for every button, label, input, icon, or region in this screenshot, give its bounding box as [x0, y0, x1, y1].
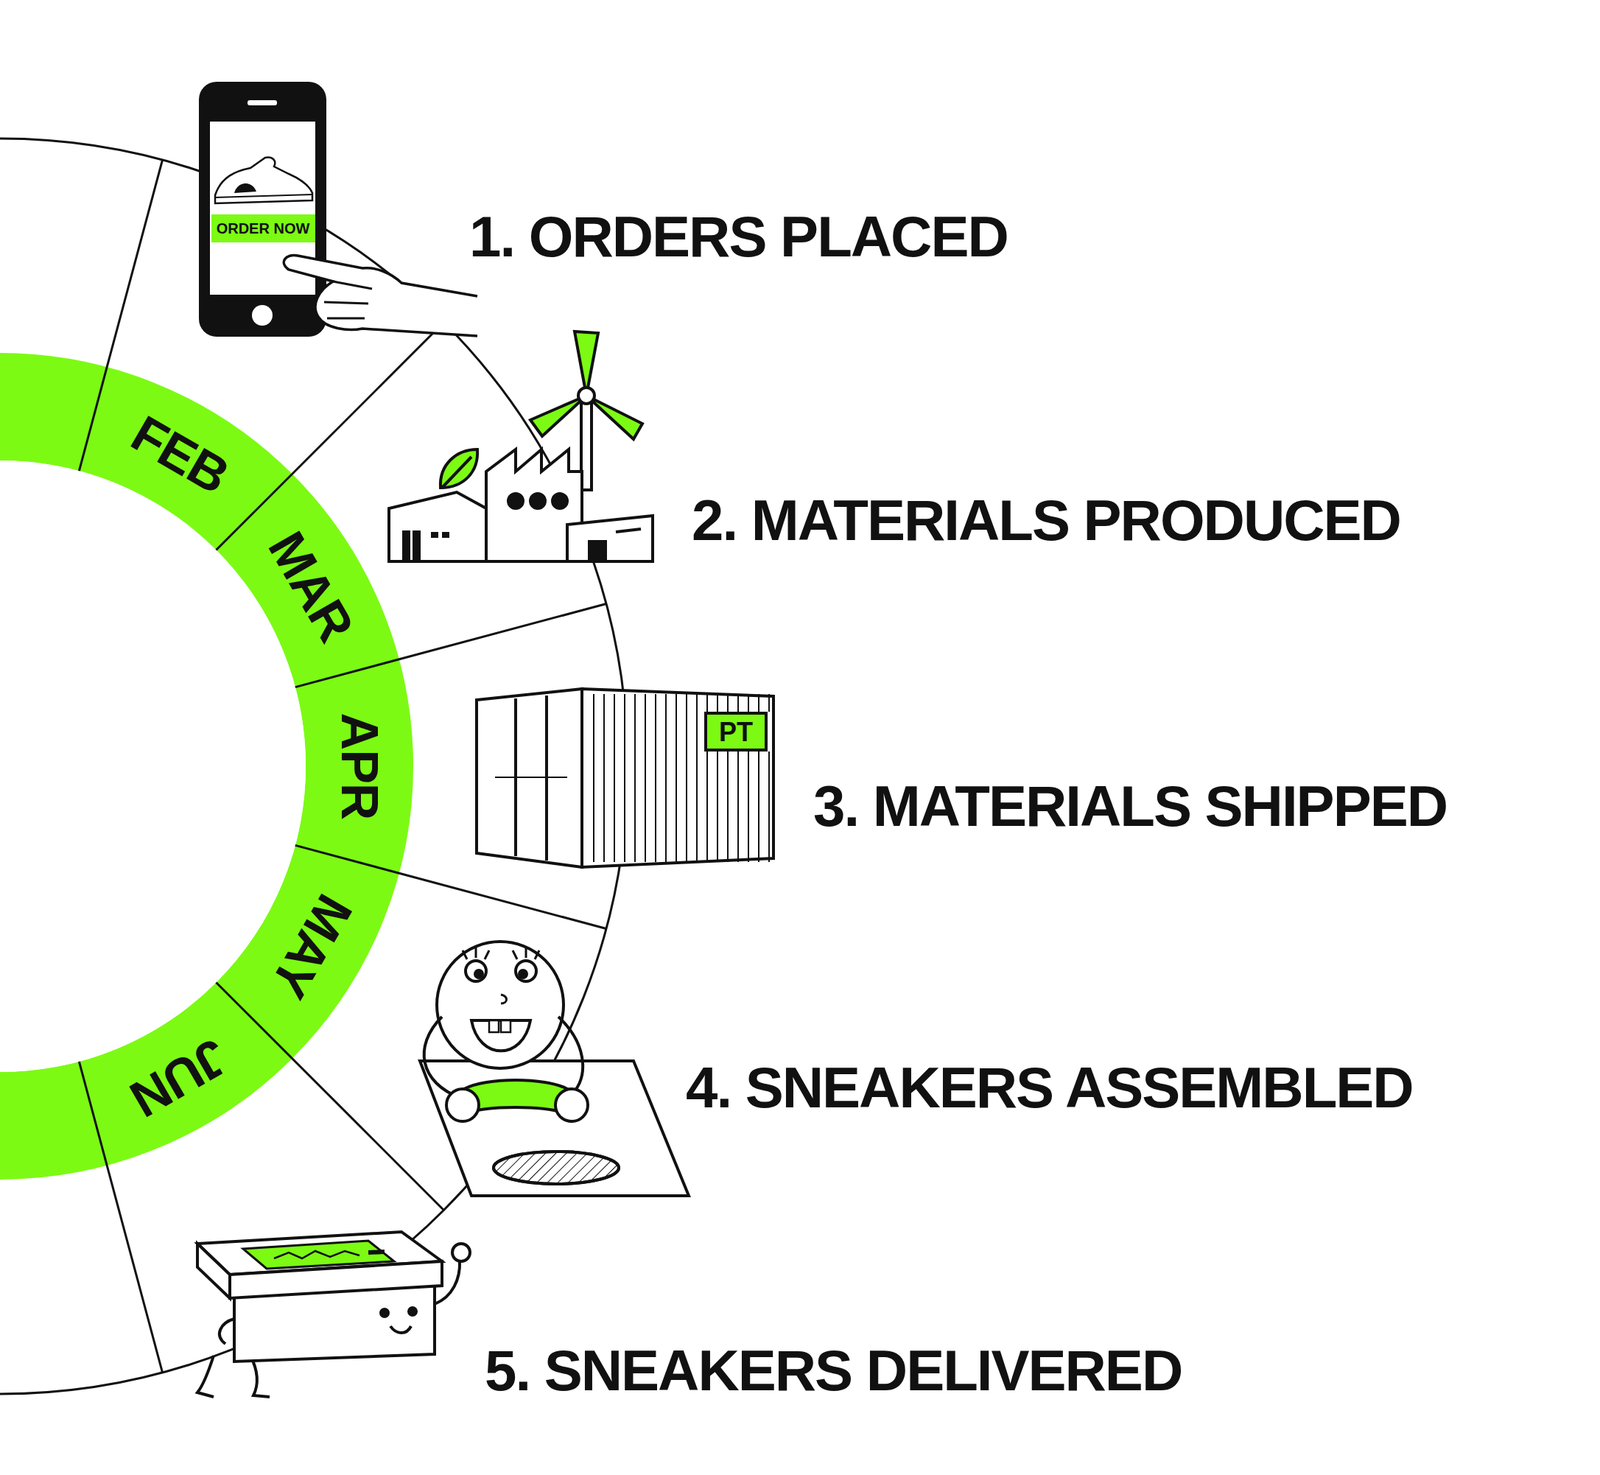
assembler-character	[419, 941, 689, 1196]
step-label: 3. MATERIALS SHIPPED	[813, 777, 1447, 835]
sector-divider	[215, 981, 444, 1210]
step-label: 1. ORDERS PLACED	[469, 207, 1008, 266]
phone-icon	[198, 81, 478, 337]
container-rib	[747, 693, 750, 712]
container-rib	[768, 693, 770, 712]
button-text: ORDER NOW	[216, 220, 311, 236]
container-rib	[613, 693, 616, 862]
container-rib	[706, 751, 708, 862]
container-rib	[665, 693, 667, 862]
step-label: 2. MATERIALS PRODUCED	[691, 491, 1401, 549]
container-rib	[706, 693, 708, 712]
container-rib	[768, 751, 770, 862]
container-rib	[737, 751, 739, 862]
container-rib	[737, 693, 739, 712]
shoebox-character	[197, 1231, 470, 1397]
container-rib	[644, 693, 647, 862]
container-rib	[623, 693, 626, 862]
container-rib	[675, 693, 677, 862]
container-mark: PT	[718, 718, 753, 746]
container-rib	[727, 751, 729, 862]
inner-circle	[0, 460, 306, 1072]
container-rib	[685, 693, 688, 862]
factory-icon	[388, 331, 653, 562]
step-label: 4. SNEAKERS ASSEMBLED	[685, 1058, 1413, 1117]
container-rib	[758, 693, 760, 712]
container-rib	[727, 693, 729, 712]
container-rib	[593, 693, 595, 862]
shipping-container	[476, 688, 774, 868]
container-rib	[716, 693, 719, 712]
container-rib	[747, 751, 750, 862]
container-rib	[603, 693, 605, 862]
container-rib	[654, 693, 657, 862]
container-rib	[716, 751, 719, 862]
month-label: APR	[333, 713, 386, 820]
month-band	[0, 406, 360, 1126]
container-rib	[634, 693, 636, 862]
container-rib	[758, 751, 760, 862]
container-rib	[696, 693, 698, 862]
step-label: 5. SNEAKERS DELIVERED	[484, 1341, 1182, 1399]
